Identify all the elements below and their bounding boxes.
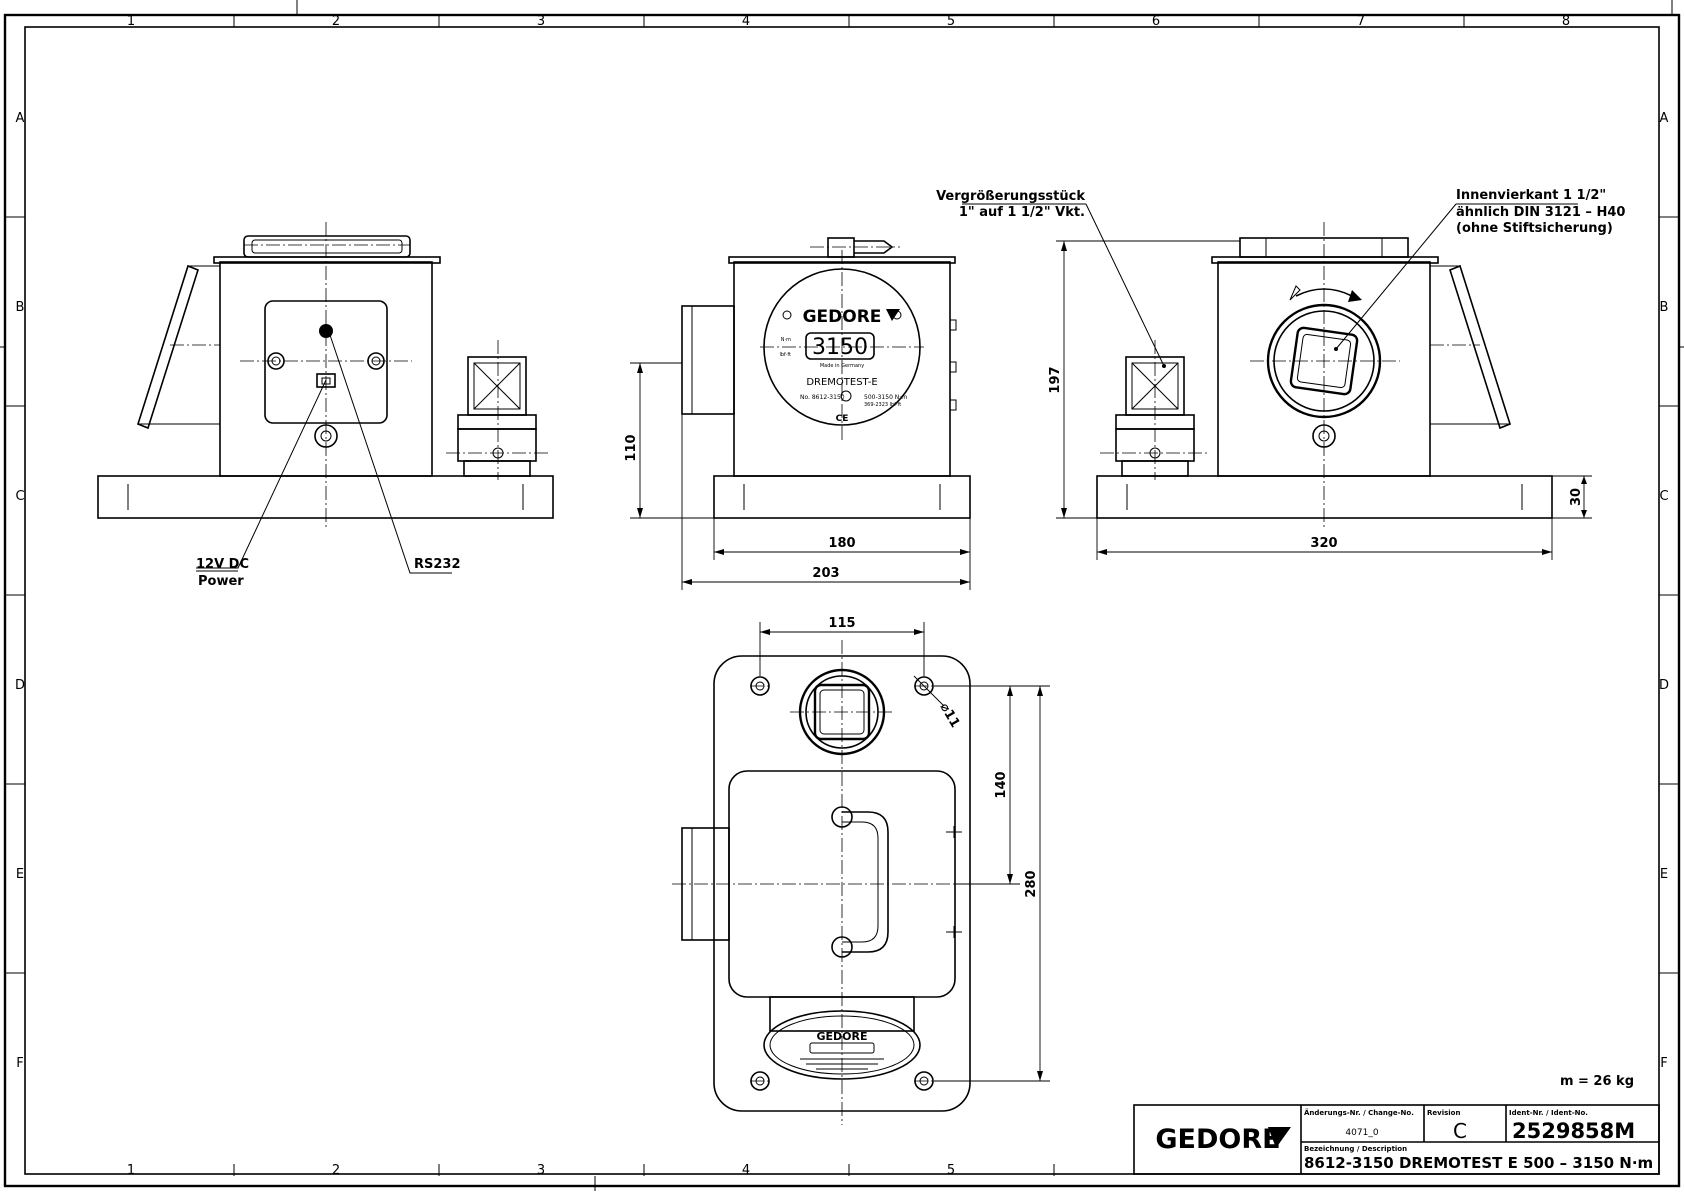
dimension-280-label: 280	[1024, 870, 1039, 897]
zone-row-label: F	[16, 1056, 23, 1071]
power-label-line2: Power	[198, 574, 244, 589]
socket-label-line3: (ohne Stiftsicherung)	[1456, 221, 1613, 236]
zone-row-label: B	[16, 300, 25, 315]
view-front-display: GEDORE 3150 N·m lbf·ft Made in Germany D…	[681, 237, 971, 519]
view-side-socket	[1096, 222, 1553, 530]
zone-row-label: D	[1659, 678, 1669, 693]
ident-no-value: 2529858M	[1512, 1119, 1635, 1143]
ident-no-header: Ident-Nr. / Ident-No.	[1509, 1109, 1588, 1117]
zone-row-label: C	[1659, 489, 1668, 504]
dimension-115-label: 115	[828, 616, 855, 631]
dimension-30-label: 30	[1569, 488, 1584, 506]
zone-column-label: 4	[742, 1163, 750, 1178]
extension-label-line1: Vergrößerungsstück	[936, 189, 1085, 204]
callout-extension: Vergrößerungsstück 1" auf 1 1/2" Vkt.	[936, 189, 1165, 367]
zone-row-label: A	[1660, 111, 1669, 126]
zone-column-label: 1	[127, 1163, 135, 1178]
view-side-connectors	[97, 222, 554, 530]
dimension-30: 30	[1552, 475, 1592, 519]
zone-row-label: D	[15, 678, 25, 693]
dimension-180: 180	[713, 518, 971, 560]
zone-column-label: 5	[947, 14, 955, 29]
description-value: 8612-3150 DREMOTEST E 500 – 3150 N·m	[1304, 1154, 1653, 1172]
zone-column-label: 2	[332, 14, 340, 29]
zone-markers: 1 1 2 2 3 3 4 4 5 5 6 7 8A A B B C C D D E E F F	[5, 14, 1679, 1178]
socket-label-line2: ähnlich DIN 3121 – H40	[1456, 205, 1625, 220]
dimension-110: 110	[624, 362, 714, 519]
socket-label-line1: Innenvierkant 1 1/2"	[1456, 188, 1606, 203]
zone-row-label: E	[16, 867, 24, 882]
title-block: GEDORE Änderungs-Nr. / Change-No. 4071_0…	[1133, 1104, 1660, 1175]
zone-row-label: F	[1660, 1056, 1667, 1071]
zone-row-label: B	[1660, 300, 1669, 315]
callout-power: 12V DC Power	[196, 379, 327, 589]
display-range-imperial: 369-2323 lbf·ft	[864, 402, 901, 408]
zone-row-label: E	[1660, 867, 1668, 882]
power-label-line1: 12V DC	[196, 557, 249, 572]
zone-row-label: C	[15, 489, 24, 504]
dimension-320-label: 320	[1310, 536, 1337, 551]
dimension-180-label: 180	[828, 536, 855, 551]
display-unit-bottom: lbf·ft	[779, 352, 791, 358]
display-unit-top: N·m	[781, 337, 791, 343]
dimension-320: 320	[1096, 518, 1553, 560]
zone-column-label: 3	[537, 14, 545, 29]
dimension-140: 140	[934, 685, 1020, 885]
revision-value: C	[1453, 1119, 1467, 1143]
rs232-label: RS232	[414, 557, 461, 572]
zone-column-label: 2	[332, 1163, 340, 1178]
mass-label: m = 26 kg	[1560, 1074, 1634, 1089]
zone-column-label: 4	[742, 14, 750, 29]
display-range: 500-3150 N·m	[864, 394, 907, 401]
dimension-203: 203	[681, 414, 971, 590]
extension-label-line2: 1" auf 1 1/2" Vkt.	[959, 205, 1085, 220]
change-no-value: 4071_0	[1345, 1128, 1378, 1138]
dimension-280: 280	[934, 685, 1050, 1082]
zone-column-label: 8	[1562, 14, 1570, 29]
callout-socket: Innenvierkant 1 1/2" ähnlich DIN 3121 – …	[1335, 188, 1625, 350]
dimension-140-label: 140	[994, 771, 1009, 798]
ce-mark: CE	[836, 414, 849, 424]
dimension-hole-diameter: ⌀11	[913, 675, 963, 731]
revision-header: Revision	[1427, 1109, 1460, 1117]
zone-column-label: 5	[947, 1163, 955, 1178]
zone-column-label: 6	[1152, 14, 1160, 29]
view-top: GEDORE	[672, 640, 1012, 1125]
dimension-110-label: 110	[624, 434, 639, 461]
callout-rs232: RS232	[329, 334, 461, 574]
display-readout: 3150	[812, 335, 868, 360]
zone-column-label: 1	[127, 14, 135, 29]
dimension-197-label: 197	[1048, 366, 1063, 393]
dimension-197: 197	[1048, 240, 1240, 519]
dimension-115: 115	[759, 616, 925, 676]
zone-row-label: A	[16, 111, 25, 126]
zone-column-label: 7	[1357, 14, 1365, 29]
dimension-203-label: 203	[812, 566, 839, 581]
hole-diameter-label: ⌀11	[937, 701, 963, 731]
change-no-header: Änderungs-Nr. / Change-No.	[1304, 1108, 1414, 1117]
title-block-logo: GEDORE	[1155, 1124, 1280, 1155]
description-header: Bezeichnung / Description	[1304, 1145, 1407, 1153]
zone-column-label: 3	[537, 1163, 545, 1178]
display-serial: No. 8612-3150	[800, 394, 845, 401]
